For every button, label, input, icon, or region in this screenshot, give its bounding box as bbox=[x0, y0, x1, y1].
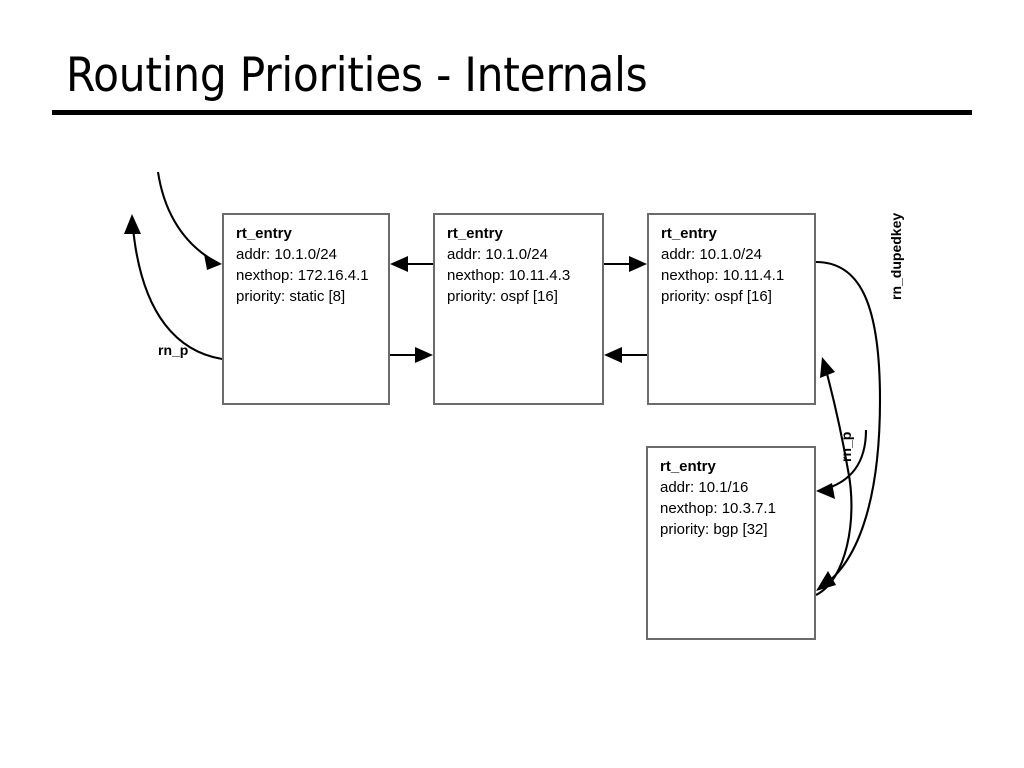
title-underline-rule bbox=[52, 110, 972, 115]
box3-to-box2-arrow bbox=[604, 347, 647, 363]
edge-label-rn-dupedkey: rn_dupedkey bbox=[888, 212, 904, 300]
incoming-parent-arrow bbox=[156, 171, 222, 270]
rt-entry-node-4[interactable]: rt_entry addr: 10.1/16 nexthop: 10.3.7.1… bbox=[646, 446, 816, 640]
rn-p-right-arrow bbox=[815, 357, 853, 596]
rn-p-left-arrow bbox=[124, 214, 223, 361]
field-addr: addr: 10.1.0/24 bbox=[661, 246, 762, 263]
box2-to-box3-arrow bbox=[604, 256, 647, 272]
edge-label-rn-p-right: rn_p bbox=[838, 431, 854, 462]
struct-name: rt_entry bbox=[447, 225, 503, 242]
rt-entry-node-2[interactable]: rt_entry addr: 10.1.0/24 nexthop: 10.11.… bbox=[433, 213, 604, 405]
field-nexthop: nexthop: 10.11.4.3 bbox=[447, 267, 571, 284]
field-priority: priority: ospf [16] bbox=[447, 288, 558, 305]
field-nexthop: nexthop: 10.3.7.1 bbox=[660, 500, 776, 517]
struct-name: rt_entry bbox=[236, 225, 292, 242]
field-addr: addr: 10.1.0/24 bbox=[236, 246, 337, 263]
rt-entry-node-1[interactable]: rt_entry addr: 10.1.0/24 nexthop: 172.16… bbox=[222, 213, 390, 405]
box1-to-box2-arrow bbox=[390, 347, 433, 363]
field-addr: addr: 10.1.0/24 bbox=[447, 246, 548, 263]
rn-dupedkey-arrow bbox=[815, 260, 882, 591]
rt-entry-node-3-content: rt_entry addr: 10.1.0/24 nexthop: 10.11.… bbox=[649, 215, 814, 307]
field-priority: priority: bgp [32] bbox=[660, 521, 768, 538]
rt-entry-node-4-content: rt_entry addr: 10.1/16 nexthop: 10.3.7.1… bbox=[648, 448, 814, 540]
rt-entry-node-1-content: rt_entry addr: 10.1.0/24 nexthop: 172.16… bbox=[224, 215, 388, 307]
page-title: Routing Priorities - Internals bbox=[66, 48, 648, 103]
field-addr: addr: 10.1/16 bbox=[660, 479, 749, 496]
struct-name: rt_entry bbox=[660, 458, 716, 475]
field-priority: priority: ospf [16] bbox=[661, 288, 772, 305]
struct-name: rt_entry bbox=[661, 225, 717, 242]
box2-to-box1-arrow bbox=[390, 256, 433, 272]
rt-entry-node-2-content: rt_entry addr: 10.1.0/24 nexthop: 10.11.… bbox=[435, 215, 602, 307]
edge-label-rn-p-left: rn_p bbox=[158, 342, 189, 358]
field-priority: priority: static [8] bbox=[236, 288, 346, 305]
rt-entry-node-3[interactable]: rt_entry addr: 10.1.0/24 nexthop: 10.11.… bbox=[647, 213, 816, 405]
field-nexthop: nexthop: 172.16.4.1 bbox=[236, 267, 369, 284]
field-nexthop: nexthop: 10.11.4.1 bbox=[661, 267, 785, 284]
